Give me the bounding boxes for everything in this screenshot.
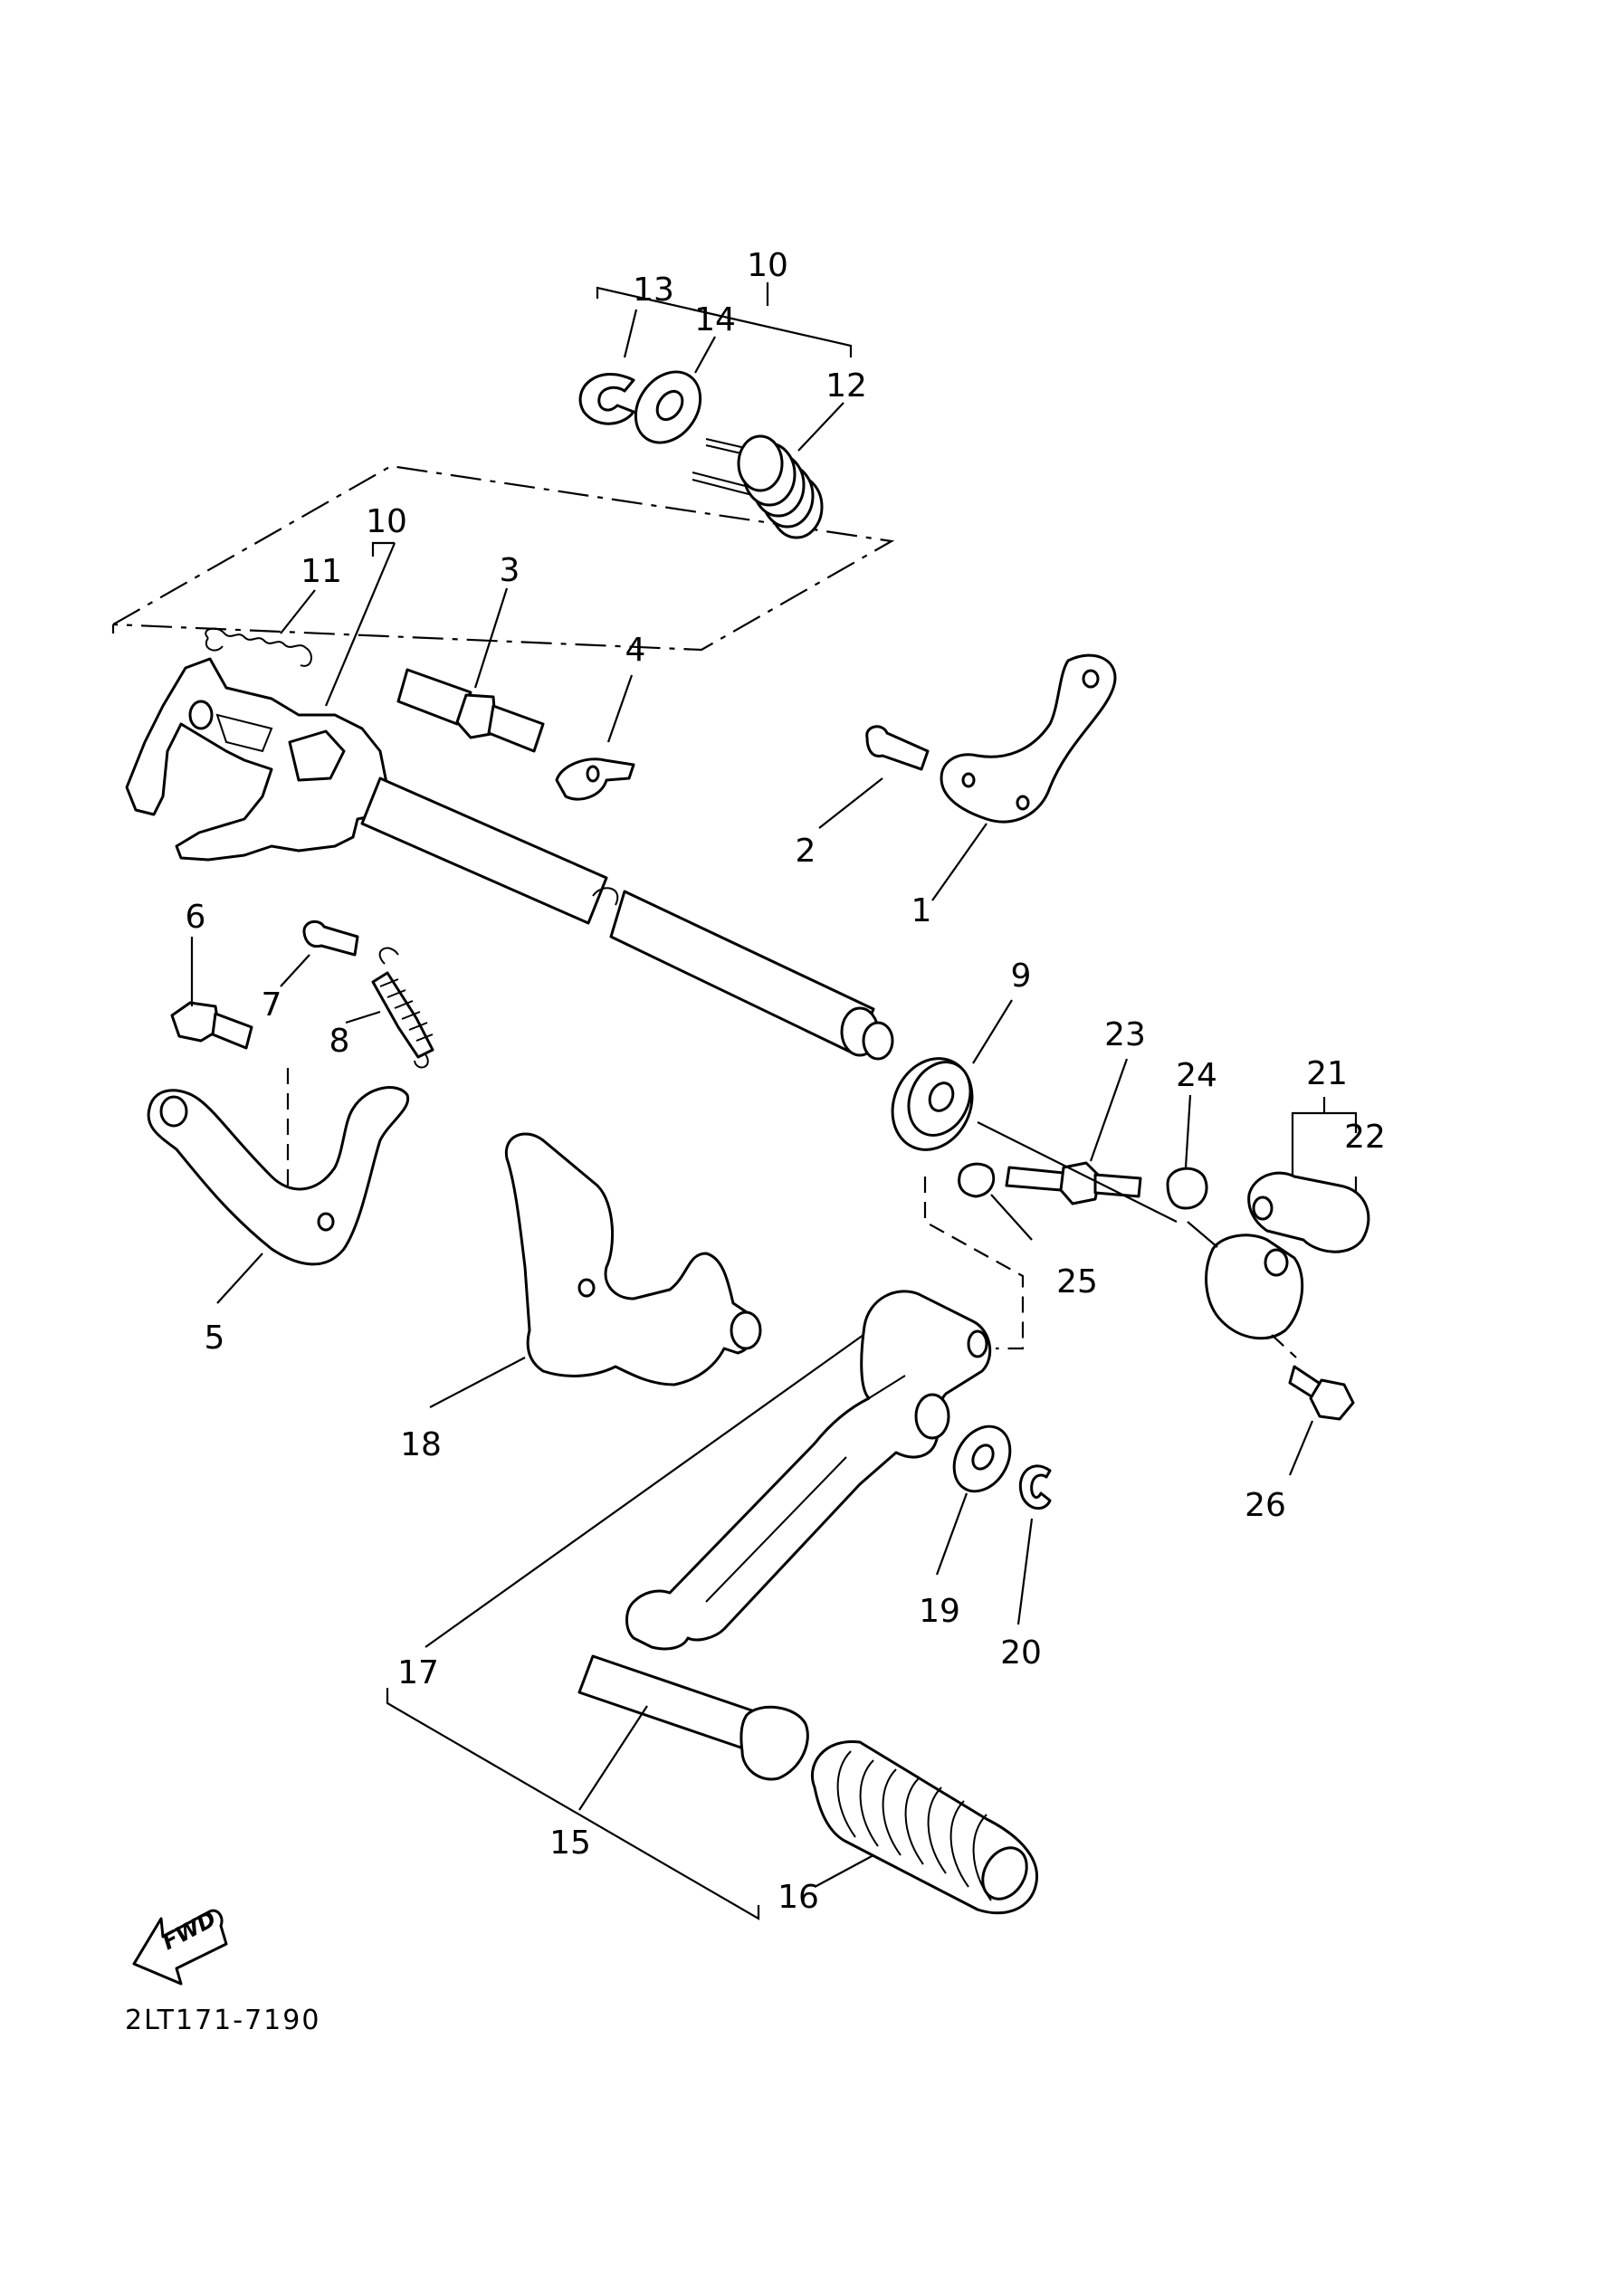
leader-18 — [429, 1357, 526, 1408]
callout-22: 22 — [1344, 1119, 1386, 1156]
callout-23: 23 — [1104, 1016, 1146, 1053]
rubber-16 — [810, 1739, 1039, 1915]
callout-4: 4 — [625, 632, 646, 669]
leader-10-mid — [324, 542, 396, 707]
leader-13 — [623, 309, 638, 358]
callout-18: 18 — [400, 1426, 442, 1463]
collar-4 — [555, 757, 635, 801]
stud-bolt-3 — [396, 668, 545, 753]
callout-6: 6 — [186, 899, 206, 936]
circlip-13 — [578, 373, 635, 425]
tie-rod-guide-line — [977, 1121, 1178, 1223]
torsion-spring-12 — [692, 434, 824, 539]
leader-23 — [1089, 1058, 1129, 1162]
shift-arm-5 — [147, 1086, 410, 1266]
leader-25 — [990, 1194, 1033, 1241]
callout-2: 2 — [796, 833, 816, 870]
bolt-26 — [1288, 1365, 1355, 1421]
nut-25 — [958, 1162, 996, 1198]
leader-2 — [818, 777, 883, 829]
spring-8 — [371, 947, 434, 1069]
dash-21-to-26 — [1271, 1334, 1297, 1358]
callout-16: 16 — [778, 1879, 819, 1916]
dash-25-to-17 — [923, 1177, 1025, 1350]
callout-25: 25 — [1056, 1263, 1098, 1300]
leader-4 — [606, 674, 634, 743]
bracket-10-top — [596, 286, 853, 357]
leader-8 — [345, 1010, 381, 1024]
callout-24: 24 — [1176, 1057, 1217, 1094]
leader-26 — [1288, 1420, 1314, 1476]
bracket-17 — [386, 1688, 760, 1920]
dash-6-to-5 — [286, 1068, 317, 1205]
leader-1 — [931, 823, 988, 901]
leader-12 — [797, 402, 844, 452]
callout-11: 11 — [301, 553, 342, 590]
bracket-10-mid — [371, 541, 395, 557]
callout-3: 3 — [500, 552, 520, 589]
nut-24 — [1166, 1167, 1208, 1210]
callout-15: 15 — [549, 1824, 591, 1862]
callout-13: 13 — [633, 272, 674, 309]
callout-26: 26 — [1245, 1487, 1286, 1524]
callout-20: 20 — [1000, 1634, 1042, 1672]
shift-shaft — [360, 776, 894, 1061]
drawing-code: 2LT171-7190 — [125, 2005, 320, 2036]
callout-17: 17 — [397, 1654, 439, 1691]
screw-2 — [865, 725, 930, 771]
callout-10-top: 10 — [747, 247, 788, 284]
leader-7 — [280, 954, 310, 987]
leader-17 — [425, 1320, 883, 1648]
leader-24 — [1184, 1094, 1192, 1168]
circlip-20 — [1018, 1464, 1052, 1510]
joint-guide-line — [1187, 1221, 1218, 1248]
shift-pedal-17 — [625, 1290, 992, 1651]
leader-9 — [972, 999, 1013, 1064]
arm-18 — [504, 1132, 762, 1386]
stopper-lever-1 — [940, 653, 1117, 824]
joint-21 — [1205, 1171, 1370, 1340]
callout-12: 12 — [825, 367, 867, 405]
callout-10-mid: 10 — [366, 503, 407, 540]
callout-21: 21 — [1306, 1055, 1348, 1092]
leader-15 — [578, 1705, 648, 1811]
callout-5: 5 — [205, 1319, 225, 1357]
leader-14 — [694, 336, 716, 374]
callout-19: 19 — [919, 1593, 960, 1630]
leader-16 — [814, 1854, 874, 1888]
callout-8: 8 — [329, 1023, 350, 1060]
callout-1: 1 — [911, 892, 932, 929]
shift-arm-assembly — [125, 657, 391, 862]
forward-arrow-icon: FWD — [132, 1906, 228, 1986]
pedal-shaft-15 — [577, 1654, 809, 1781]
callout-7: 7 — [262, 986, 282, 1024]
screw-7 — [302, 919, 359, 957]
leader-5 — [216, 1253, 263, 1304]
leader-20 — [1016, 1518, 1034, 1625]
leader-3 — [473, 587, 509, 689]
spring-11 — [205, 627, 312, 667]
tie-rod-23 — [1005, 1161, 1142, 1205]
leader-19 — [935, 1492, 968, 1576]
callout-9: 9 — [1011, 957, 1032, 995]
oil-seal-9 — [891, 1057, 974, 1151]
washer-19 — [952, 1424, 1012, 1493]
assembly-boundary — [112, 464, 895, 652]
callout-14: 14 — [694, 301, 736, 338]
bolt-6 — [170, 1001, 253, 1050]
leader-11 — [280, 589, 316, 634]
washer-14 — [634, 370, 702, 444]
